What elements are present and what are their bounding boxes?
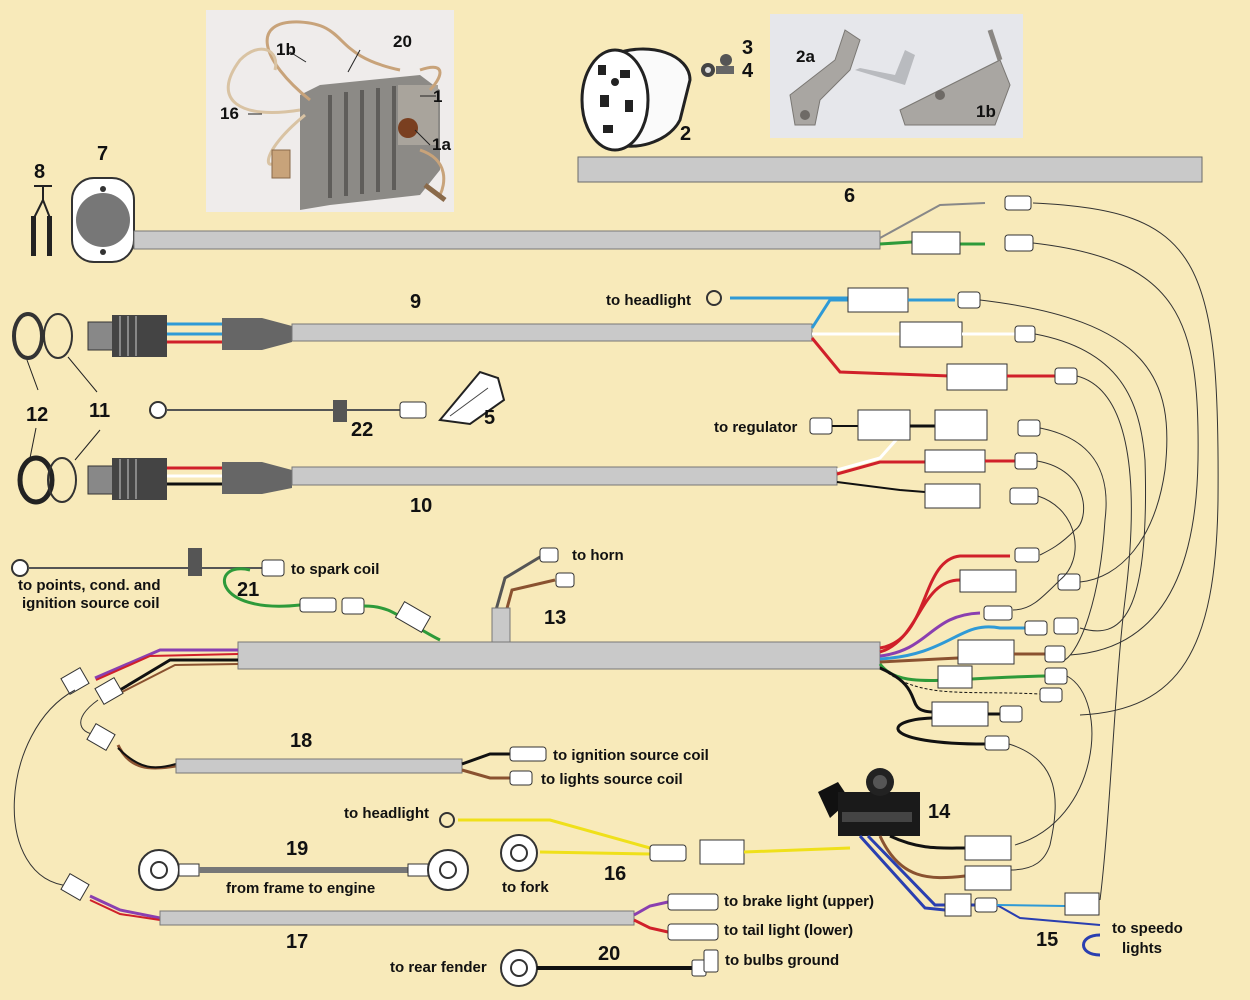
label-to-horn: to horn: [572, 547, 624, 564]
harness-9: [291, 323, 813, 342]
label-to-rear-fender: to rear fender: [390, 959, 487, 976]
part-label-2a: 2a: [796, 47, 815, 66]
part-label-6: 6: [844, 185, 855, 207]
cable-21: [11, 548, 441, 642]
label-to-points-2: ignition source coil: [22, 595, 160, 612]
label-to-brake-light: to brake light (upper): [724, 893, 874, 910]
part-label-18: 18: [290, 730, 312, 752]
ring-12-top: [12, 312, 44, 360]
screws-8: [31, 185, 52, 256]
part-label-15: 15: [1036, 929, 1058, 951]
socket-9: [87, 315, 167, 357]
part-label-8: 8: [34, 161, 45, 183]
part-label-11: 11: [89, 400, 110, 422]
part-label-1b-photo: 1b: [276, 40, 296, 59]
label-from-frame-to-engine: from frame to engine: [226, 880, 375, 897]
part-label-2: 2: [680, 123, 691, 145]
grommet-7: [71, 177, 135, 263]
part-label-1: 1: [433, 87, 442, 106]
switch-14: [818, 768, 920, 836]
label-to-speedo-2: lights: [1122, 940, 1162, 957]
part-label-22: 22: [351, 419, 373, 441]
part-label-20-photo: 20: [393, 32, 412, 51]
part-label-17: 17: [286, 931, 308, 953]
harness-10: [291, 466, 838, 486]
ground-strap-19: [138, 849, 469, 891]
part-label-13: 13: [544, 607, 566, 629]
headlight-housing-part: 2 3 4: [580, 37, 754, 152]
part-label-16-photo: 16: [220, 104, 239, 123]
label-to-regulator: to regulator: [714, 419, 797, 436]
part-label-7: 7: [97, 143, 108, 165]
socket-10: [87, 458, 167, 500]
ground-wire-20: [500, 949, 719, 987]
brackets-photo: 2a 1b: [770, 14, 1023, 138]
part-label-14: 14: [928, 801, 951, 823]
ring-11-top: [43, 313, 73, 359]
label-to-fork: to fork: [502, 879, 549, 896]
label-to-headlight-bottom: to headlight: [344, 805, 429, 822]
part-label-5: 5: [484, 407, 495, 429]
harness-6: [577, 156, 1203, 183]
label-to-spark-coil: to spark coil: [291, 561, 379, 578]
label-to-lights-source-coil: to lights source coil: [541, 771, 683, 788]
ring-12-bottom: [17, 455, 55, 505]
harness-top: [133, 230, 881, 250]
part-label-9: 9: [410, 291, 421, 313]
cable-22: [149, 400, 427, 422]
clip-5: [438, 370, 506, 426]
label-to-headlight-top: to headlight: [606, 292, 691, 309]
label-to-tail-light: to tail light (lower): [724, 922, 853, 939]
part-label-20: 20: [598, 943, 620, 965]
part-label-16: 16: [604, 863, 626, 885]
connector-top-2: [911, 231, 961, 255]
regulator-photo: 1b 20 1 1a 16: [206, 10, 454, 212]
harness-17: [159, 910, 635, 926]
connector-top-1: [1004, 195, 1032, 211]
label-to-ignition-source-coil: to ignition source coil: [553, 747, 709, 764]
part-label-4: 4: [742, 60, 754, 82]
part-label-1b-bracket: 1b: [976, 102, 996, 121]
part-label-19: 19: [286, 838, 308, 860]
part-label-10: 10: [410, 495, 432, 517]
label-to-points-1: to points, cond. and: [18, 577, 161, 594]
harness-18: [175, 758, 463, 774]
part-label-1a: 1a: [432, 135, 451, 154]
part-label-12: 12: [26, 404, 48, 426]
label-to-speedo-1: to speedo: [1112, 920, 1183, 937]
ring-11-bottom: [47, 457, 77, 503]
main-harness: [237, 641, 881, 670]
part-label-3: 3: [742, 37, 753, 59]
label-to-bulbs-ground: to bulbs ground: [725, 952, 839, 969]
part-label-21: 21: [237, 579, 259, 601]
